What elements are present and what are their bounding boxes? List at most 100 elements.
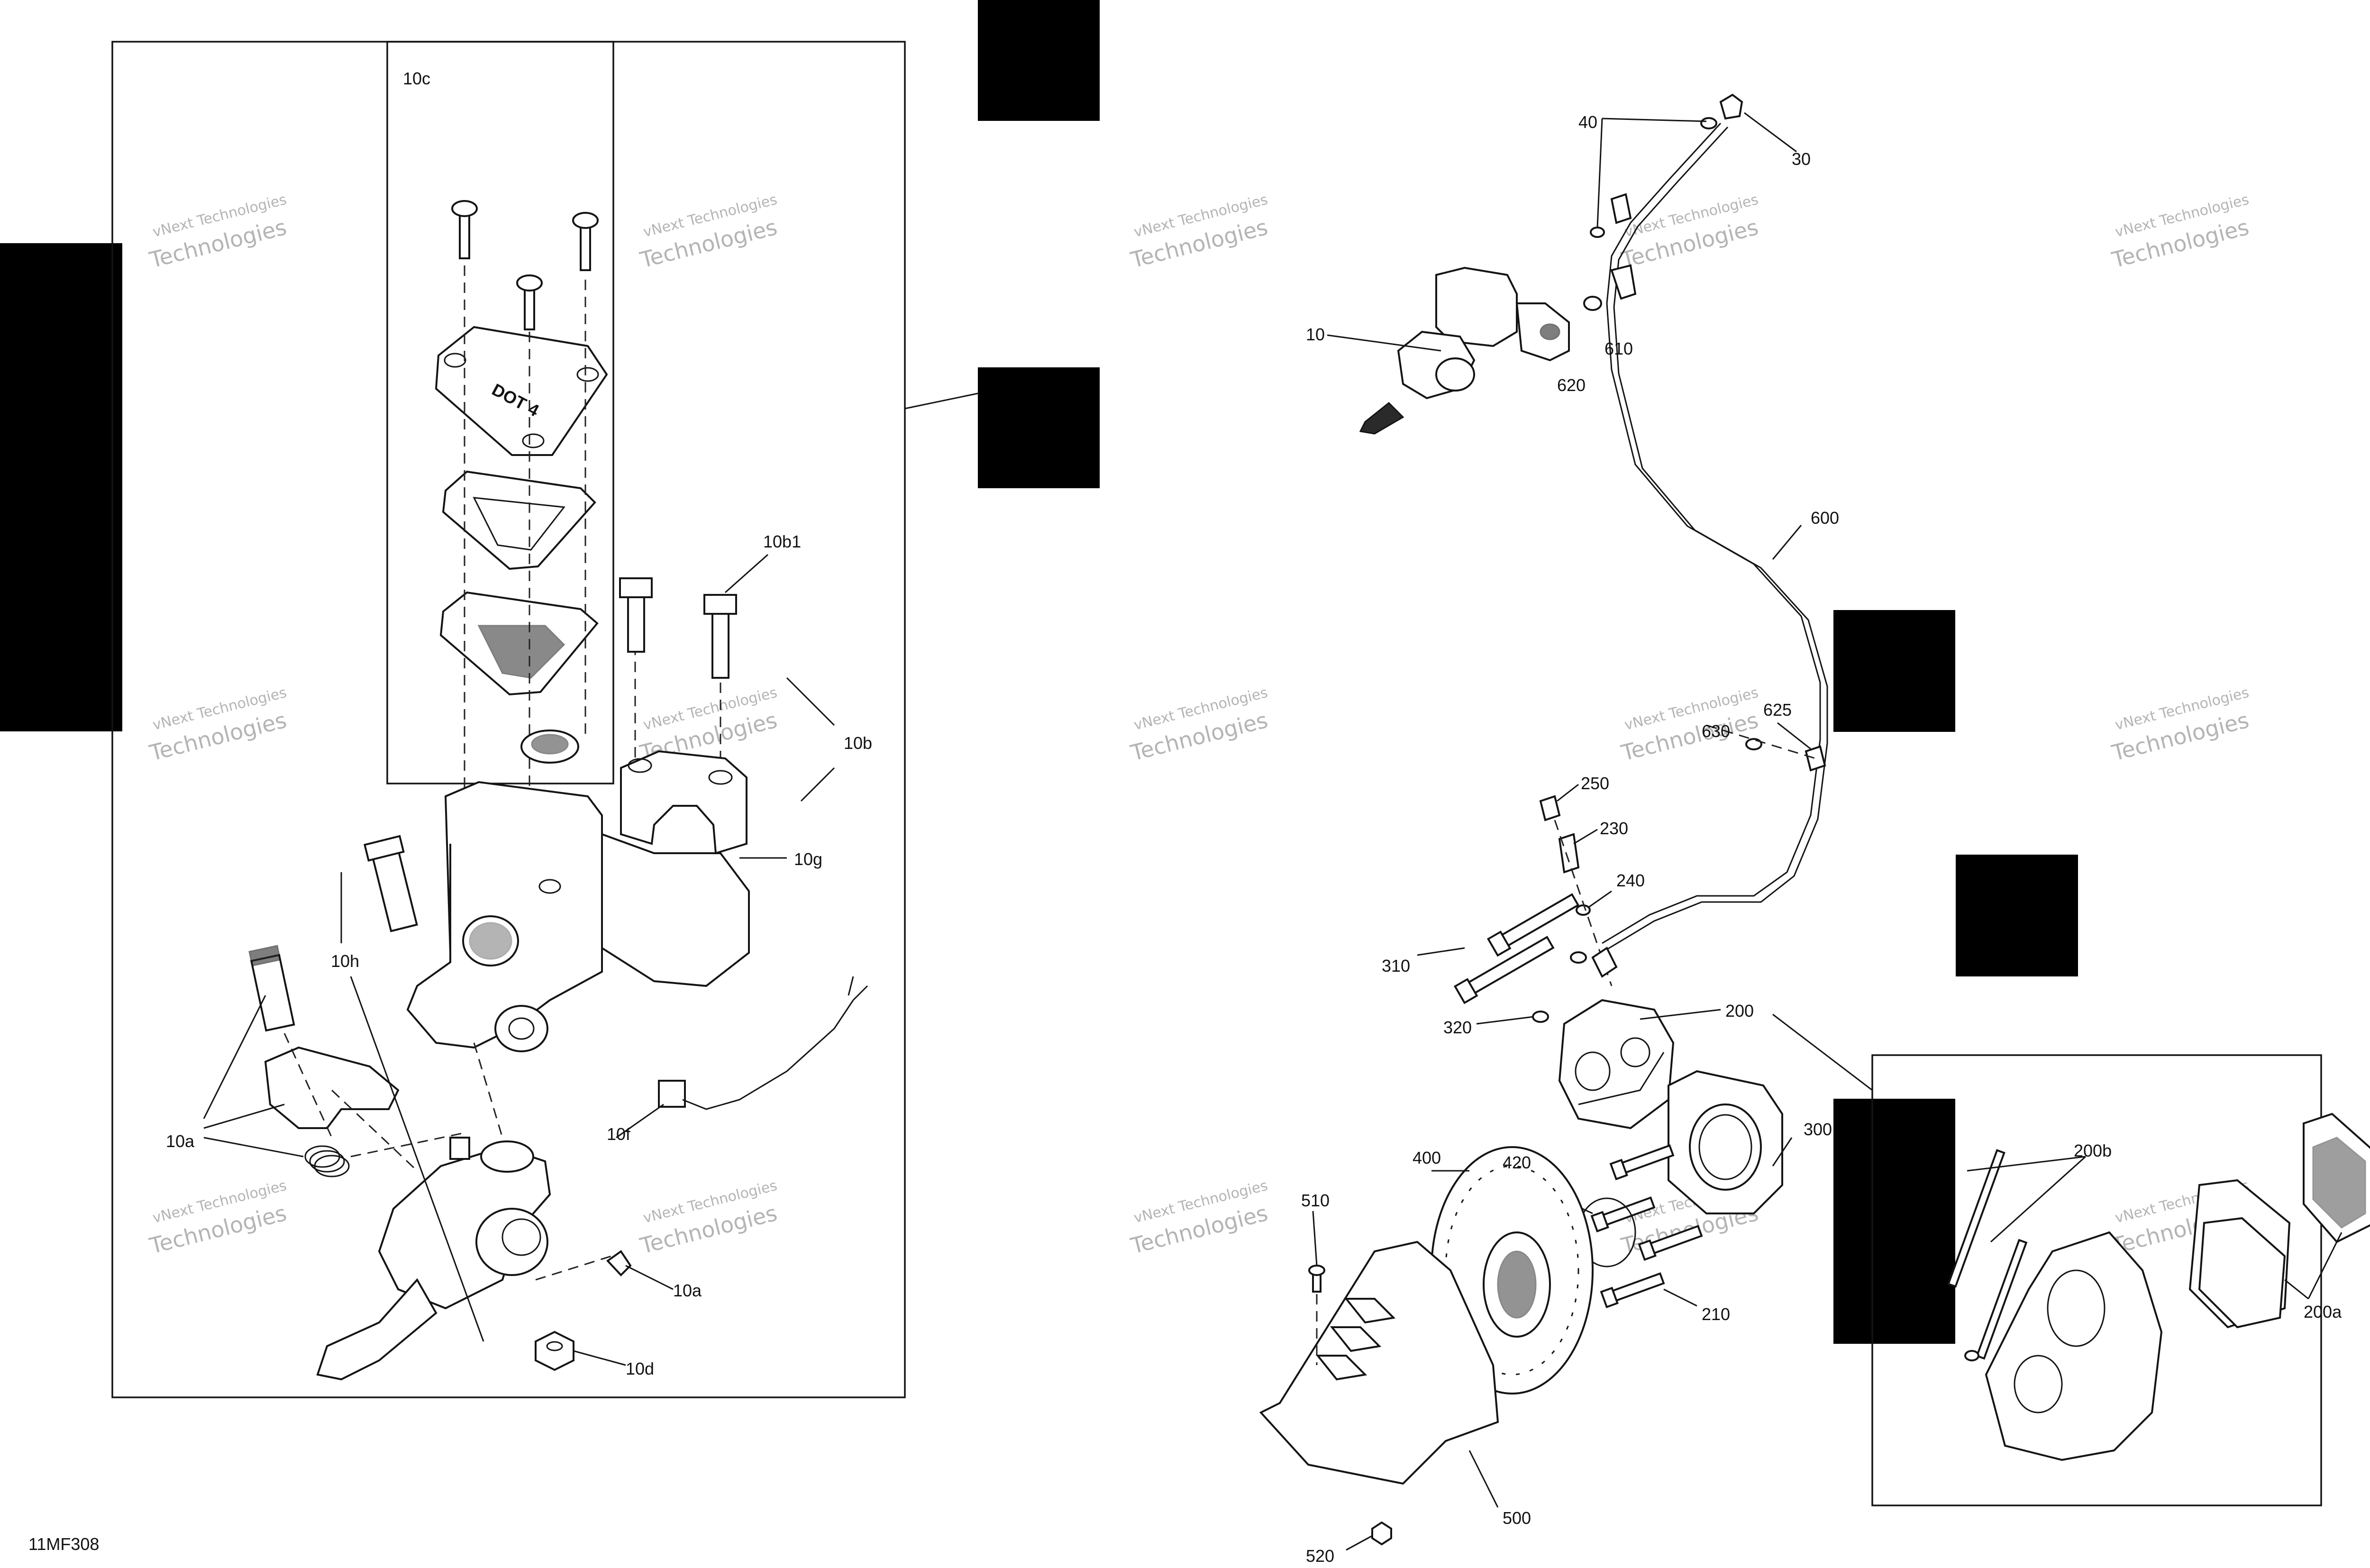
watermark-11: vNext Technologies Technologies xyxy=(146,1177,289,1259)
callout-10g: 10g xyxy=(794,849,822,869)
clamp-bolt-1 xyxy=(619,577,653,653)
caliper-bolt-2 xyxy=(1453,936,1555,1004)
bracket-bolt-3 xyxy=(1638,1225,1703,1261)
brake-pad-rear xyxy=(2198,1217,2286,1329)
watermark-1: vNext Technologies Technologies xyxy=(146,191,289,273)
cap-screw-3 xyxy=(516,274,543,330)
bracket-bolt-4 xyxy=(1600,1272,1665,1308)
callout-30: 30 xyxy=(1792,149,1811,169)
pivot-bolt xyxy=(363,835,418,932)
redaction-block-right-1 xyxy=(1833,610,1955,732)
guard-nut xyxy=(1371,1521,1392,1546)
redaction-block-left xyxy=(0,243,122,731)
callout-10a-left: 10a xyxy=(166,1131,195,1151)
watermark-6: vNext Technologies Technologies xyxy=(146,684,289,766)
caliper-bolt-1 xyxy=(1486,893,1580,957)
cap-screw-1 xyxy=(451,200,478,259)
watermark-10: vNext Technologies Technologies xyxy=(2109,684,2252,766)
brake-hose xyxy=(1602,122,1821,944)
lever-spring xyxy=(304,1145,350,1177)
watermark-2: vNext Technologies Technologies xyxy=(637,191,780,273)
caliper-bolt-washer xyxy=(1532,1011,1549,1023)
reservoir-cap-group: DOT 4 xyxy=(435,200,608,696)
callout-10a-right: 10a xyxy=(673,1281,702,1300)
sealing-washer-top xyxy=(1700,117,1717,129)
diaphragm-plate xyxy=(442,470,596,570)
callout-10d: 10d xyxy=(626,1359,654,1378)
callout-420: 420 xyxy=(1503,1153,1531,1172)
redaction-block-right-3 xyxy=(1833,1099,1955,1344)
callout-230: 230 xyxy=(1600,819,1628,838)
brake-pad-front xyxy=(2303,1112,2370,1243)
callout-625: 625 xyxy=(1763,700,1792,720)
pivot-nut xyxy=(535,1331,574,1371)
clip-washer xyxy=(1583,296,1602,311)
lever-bracket xyxy=(264,1046,400,1129)
callout-200a: 200a xyxy=(2304,1302,2342,1322)
watermark-4: vNext Technologies Technologies xyxy=(1618,191,1761,273)
watermark-8: vNext Technologies Technologies xyxy=(1128,684,1270,766)
master-cylinder-body xyxy=(406,729,750,1052)
watermark-12: vNext Technologies Technologies xyxy=(637,1177,780,1259)
reservoir-cap xyxy=(435,326,608,456)
brake-lever-assembly xyxy=(316,1137,551,1381)
redaction-block-top xyxy=(978,0,1100,121)
watermark-3: vNext Technologies Technologies xyxy=(1128,191,1270,273)
callout-250: 250 xyxy=(1581,774,1609,793)
redaction-block-mid xyxy=(978,367,1100,488)
callout-10: 10 xyxy=(1306,325,1325,344)
bleeder-valve xyxy=(1539,795,1561,821)
callout-510: 510 xyxy=(1301,1191,1330,1210)
clamp-bolt-2 xyxy=(703,594,737,679)
caliper-detail xyxy=(1947,1112,2370,1461)
brake-light-switch xyxy=(658,976,868,1110)
callout-10b: 10b xyxy=(844,733,872,753)
callout-320: 320 xyxy=(1443,1018,1472,1037)
watermark-13: vNext Technologies Technologies xyxy=(1128,1177,1270,1259)
callout-300: 300 xyxy=(1804,1120,1832,1139)
caliper-bracket xyxy=(1668,1070,1783,1214)
callout-620: 620 xyxy=(1557,375,1586,395)
callout-200b: 200b xyxy=(2074,1141,2112,1160)
redaction-block-right-2 xyxy=(1956,855,2078,976)
callout-310: 310 xyxy=(1382,956,1410,975)
detail-connector-caliper xyxy=(1772,1013,1873,1091)
guard-screw-top xyxy=(1308,1265,1325,1293)
detail-connector-line xyxy=(904,392,978,410)
callout-10f: 10f xyxy=(607,1124,631,1144)
master-cylinder-assembly xyxy=(1359,266,1570,435)
callout-240: 240 xyxy=(1616,871,1645,890)
handlebar-clamp xyxy=(620,750,747,855)
lever-adjust-screw xyxy=(248,945,295,1032)
callout-200: 200 xyxy=(1725,1001,1754,1021)
callout-500: 500 xyxy=(1503,1508,1531,1528)
hose-clip xyxy=(1610,264,1637,300)
disc-guard xyxy=(1259,1240,1499,1485)
banjo-bolt-top xyxy=(1719,93,1743,120)
sealing-washer-lower xyxy=(1590,227,1605,238)
retaining-clip xyxy=(606,1250,632,1276)
cap-screw-2 xyxy=(572,212,599,271)
watermark-5: vNext Technologies Technologies xyxy=(2109,191,2252,273)
callout-10h: 10h xyxy=(331,951,359,971)
watermark-9: vNext Technologies Technologies xyxy=(1618,684,1761,766)
callout-610: 610 xyxy=(1604,339,1633,358)
callout-520: 520 xyxy=(1306,1546,1334,1566)
callout-630: 630 xyxy=(1702,721,1730,741)
guide-washer xyxy=(1745,738,1762,750)
callout-40: 40 xyxy=(1578,112,1597,132)
redaction-blocks xyxy=(0,0,2078,1344)
brake-caliper xyxy=(1558,999,1675,1130)
callout-400: 400 xyxy=(1413,1148,1441,1167)
callout-210: 210 xyxy=(1702,1304,1730,1324)
bleeder-washer xyxy=(1576,904,1591,916)
callout-labels: 10c 10b1 10b 10g 10h 10a 10f 10a 10d 40 … xyxy=(166,69,2342,1566)
detail-box-caliper xyxy=(1871,1054,2322,1506)
figure-code: 11MF308 xyxy=(28,1534,99,1554)
callout-10c: 10c xyxy=(403,69,430,88)
callout-600: 600 xyxy=(1811,508,1839,528)
bleeder-screw xyxy=(1558,833,1580,874)
detail-box-reservoir-cap xyxy=(386,41,614,784)
hose-guide xyxy=(1805,745,1826,772)
